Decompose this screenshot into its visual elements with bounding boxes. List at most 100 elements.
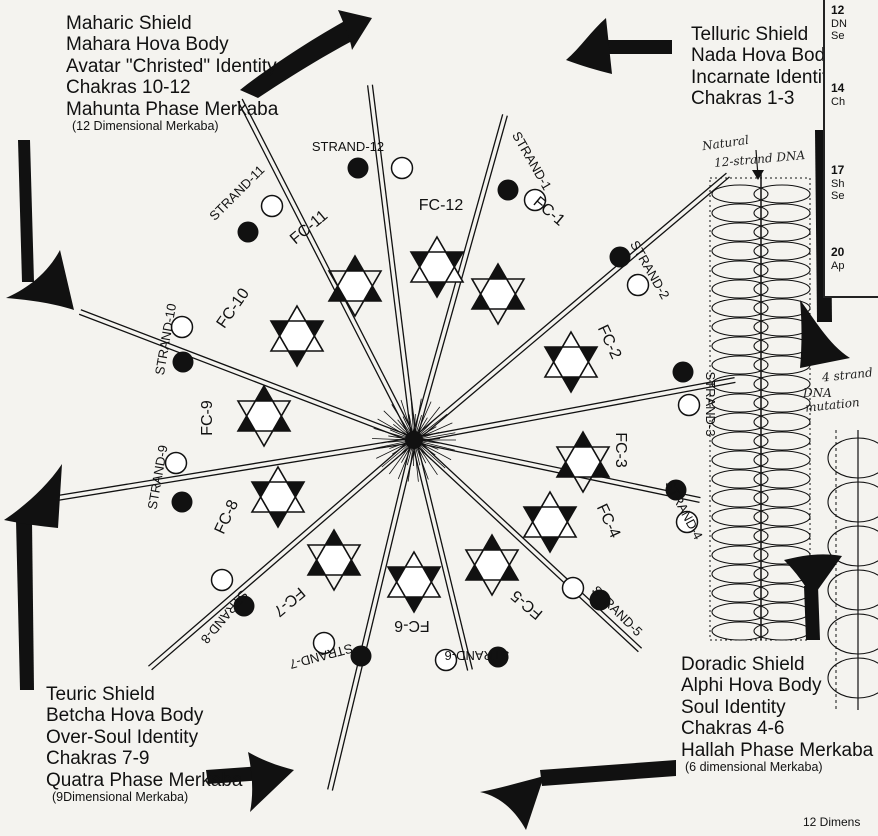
dna-coil-right <box>754 470 810 488</box>
dna-coil-left <box>712 546 768 564</box>
strand-ray-6-a <box>412 441 468 671</box>
fc-9-shaded-point <box>255 386 272 401</box>
strand-3-filled-circle <box>673 362 694 383</box>
bottom-note: 12 Dimens <box>803 815 860 829</box>
fc-7-shaded-point <box>325 530 342 545</box>
telluric-shield-text: Telluric Shield Nada Hova Body Incarnate… <box>691 24 837 110</box>
strand-1-filled-circle <box>498 180 519 201</box>
dna-pointer-head <box>752 170 764 180</box>
fc-11-star <box>329 256 381 316</box>
dna-coil-right <box>754 261 810 279</box>
fc-label-1: FC-1 <box>530 194 568 230</box>
dna-coil-left <box>712 375 768 393</box>
telluric-top-arrow-head <box>566 18 612 74</box>
panel-entry-20-text-1: Ap <box>831 260 844 272</box>
strand-2-open-circle <box>628 275 649 296</box>
maharic-line-3: Avatar "Christed" Identity <box>66 56 278 77</box>
telluric-line-3: Incarnate Identity <box>691 67 837 88</box>
dna-coil-left <box>712 204 768 222</box>
dna-coil-left <box>712 242 768 260</box>
dna-coil-left <box>712 470 768 488</box>
fc-12-shaded-point <box>428 282 445 297</box>
panel-entry-20-number: 20 <box>831 245 844 259</box>
panel-entry-14: 14 Ch <box>831 82 845 108</box>
doradic-shield-text: Doradic Shield Alphi Hova Body Soul Iden… <box>681 654 873 774</box>
fc-5-star <box>466 535 518 595</box>
dna-coil-right <box>754 413 810 431</box>
fc-label-5: FC-5 <box>508 586 546 622</box>
strand-ray-12-a <box>372 85 416 440</box>
teuric-shield-text: Teuric Shield Betcha Hova Body Over-Soul… <box>46 684 242 804</box>
maharic-line-1: Maharic Shield <box>66 13 278 34</box>
maharic-line-5: Mahunta Phase Merkaba <box>66 99 278 120</box>
panel-entry-14-number: 14 <box>831 81 844 95</box>
dna-coil-left <box>712 584 768 602</box>
dna-coil-right <box>754 622 810 640</box>
fc-10-star <box>271 306 323 366</box>
strand-10-filled-circle <box>173 352 194 373</box>
strand-11-open-circle <box>262 196 283 217</box>
maharic-left-arrow-stroke <box>18 140 34 282</box>
fc-7-star <box>308 530 360 590</box>
fc-label-10: FC-10 <box>214 285 253 331</box>
dna-coil-right <box>754 204 810 222</box>
teuric-note: (9Dimensional Merkaba) <box>52 791 242 804</box>
fc-11-shaded-point <box>346 256 363 271</box>
fc-label-11: FC-11 <box>287 207 331 248</box>
dna-coil-left <box>712 451 768 469</box>
dna-coil-left <box>712 280 768 298</box>
doradic-right-arrow-head <box>784 554 842 598</box>
doradic-line-2: Alphi Hova Body <box>681 675 873 696</box>
dna-coil-right <box>754 432 810 450</box>
right-side-panel: 12 DN Se 14 Ch 17 Sh Se 20 Ap <box>823 0 878 298</box>
dna-coil-right <box>754 508 810 526</box>
fc-8-shaded-point <box>269 512 286 527</box>
strand-ray-9-b <box>45 442 414 502</box>
strand-11-filled-circle <box>238 222 259 243</box>
dna-coil-left <box>712 394 768 412</box>
dna-coil-right <box>754 375 810 393</box>
fc-3-shaded-point <box>574 432 591 447</box>
dna-coil-left <box>712 603 768 621</box>
fc-4-star <box>524 492 576 552</box>
strand-ray-7-a <box>328 439 412 789</box>
fc-4-shaded-point <box>541 537 558 552</box>
fc-2-star <box>545 332 597 392</box>
fc-label-3: FC-3 <box>612 432 629 468</box>
dna-coil-right <box>754 451 810 469</box>
fc-label-8: FC-8 <box>212 497 242 537</box>
doradic-note: (6 dimensional Merkaba) <box>685 761 873 774</box>
fc-5-shaded-point <box>483 535 500 550</box>
teuric-line-3: Over-Soul Identity <box>46 727 242 748</box>
strand-ray-9-a <box>45 438 414 498</box>
strand-label-6: STRAND-6 <box>444 648 509 663</box>
teuric-left-arrow-stroke <box>16 520 34 690</box>
dna-coil-left <box>712 432 768 450</box>
strand-label-5: STRAND-5 <box>589 583 646 640</box>
teuric-line-2: Betcha Hova Body <box>46 705 242 726</box>
panel-entry-12-number: 12 <box>831 3 844 17</box>
fc-1-star <box>472 264 524 324</box>
strand-3-open-circle <box>679 395 700 416</box>
fc-1-shaded-point <box>489 264 506 279</box>
dna-coil-left <box>712 223 768 241</box>
dna-coil-right <box>754 394 810 412</box>
doradic-line-1: Doradic Shield <box>681 654 873 675</box>
doradic-line-3: Soul Identity <box>681 697 873 718</box>
maharic-shield-text: Maharic Shield Mahara Hova Body Avatar "… <box>66 13 278 133</box>
dna-coil-left <box>712 318 768 336</box>
strand-ray-7-b <box>332 441 416 791</box>
teuric-left-arrow-head <box>4 464 62 528</box>
fc-12-star <box>411 237 463 297</box>
fc-label-12: FC-12 <box>419 197 464 214</box>
dna-coil-left <box>712 261 768 279</box>
telluric-line-1: Telluric Shield <box>691 24 837 45</box>
fc-6-star <box>388 552 440 612</box>
teuric-bottom-arrow-head <box>248 752 294 812</box>
dna-coil-right <box>754 603 810 621</box>
fc-label-4: FC-4 <box>593 501 623 541</box>
fc-2-shaded-point <box>562 377 579 392</box>
panel-entry-12-text-2: Se <box>831 30 844 42</box>
fc-8-star <box>252 467 304 527</box>
strand-label-1: STRAND-1 <box>509 129 554 193</box>
